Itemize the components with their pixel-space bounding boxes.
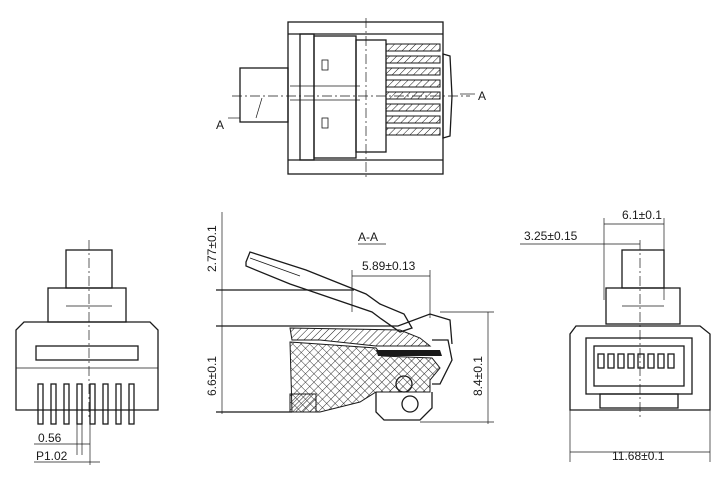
pin-pitch-dimension: P1.02 <box>36 449 68 463</box>
latch-width-dimension: 6.1±0.1 <box>622 208 662 222</box>
latch-offset-dimension: 3.25±0.15 <box>524 229 578 243</box>
contact-end-view: 0.56 P1.02 <box>15 240 159 465</box>
contact-blades-top <box>385 43 441 136</box>
contacts-front <box>597 353 675 369</box>
front-view: 6.1±0.1 3.25±0.15 11.68±0.1 <box>520 208 711 463</box>
total-width-dimension: 11.68±0.1 <box>612 449 665 463</box>
total-height-dimension: 8.4±0.1 <box>471 356 485 396</box>
pin-width-dimension: 0.56 <box>38 431 62 445</box>
body-height-dimension: 6.6±0.1 <box>205 356 219 396</box>
section-marker-right: A <box>478 89 486 103</box>
top-view: A A <box>216 18 486 178</box>
section-a-a-view: A-A 2.77±0.1 6.6±0.1 5.89± <box>205 212 494 424</box>
latch-length-dimension: 5.89±0.13 <box>362 259 416 273</box>
section-title: A-A <box>358 230 378 244</box>
section-marker-left: A <box>216 118 224 132</box>
pins-end-view <box>37 383 135 425</box>
latch-height-dimension: 2.77±0.1 <box>205 225 219 272</box>
